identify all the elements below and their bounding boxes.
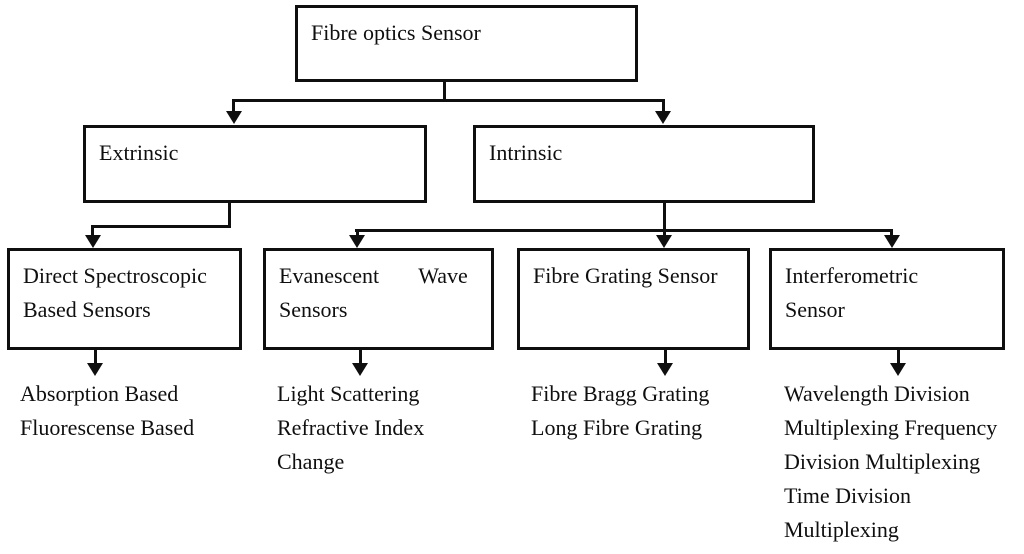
node-fibre-grating-label: Fibre Grating Sensor [533, 259, 734, 293]
text-line: Sensor [785, 297, 845, 322]
arrow-down-to-evanescent-icon [349, 235, 365, 248]
connector-level2-rail [232, 99, 665, 102]
text-line: Refractive Index [277, 415, 425, 440]
connector-fibre-grating-types-stem [664, 348, 667, 365]
arrow-down-to-intrinsic-icon [655, 111, 671, 124]
arrow-down-to-evanescent-types-icon [352, 363, 368, 376]
connector-extrinsic-drop [228, 201, 231, 228]
text-line: Change [277, 449, 345, 474]
node-fibre-optics-sensor-label: Fibre optics Sensor [311, 16, 622, 50]
text-line: Division Multiplexing [784, 449, 981, 474]
text-line: Fibre optics Sensor [311, 20, 481, 45]
node-fibre-grating-sensor: Fibre Grating Sensor [517, 248, 750, 350]
text-line: Fibre Bragg Grating [531, 381, 710, 406]
connector-intrinsic-rail [355, 229, 893, 232]
connector-direct-types-stem [94, 348, 97, 365]
connector-interferometric-stem [890, 229, 893, 238]
arrow-down-to-extrinsic-icon [226, 111, 242, 124]
connector-extrinsic-rail [91, 225, 231, 228]
text-line: Direct Spectroscopic [23, 263, 207, 288]
connector-interferometric-types-stem [897, 348, 900, 365]
text-line: Evanescent Wave [279, 263, 468, 288]
node-extrinsic-label: Extrinsic [99, 136, 411, 170]
connector-direct-spectroscopic-stem [91, 225, 94, 237]
arrow-down-to-direct-types-icon [87, 363, 103, 376]
text-line: Multiplexing [784, 517, 899, 542]
connector-intrinsic-drop [663, 201, 666, 231]
text-line: Wavelength Division [784, 381, 970, 406]
text-line: Absorption Based [20, 381, 179, 406]
node-fibre-optics-sensor: Fibre optics Sensor [295, 5, 638, 82]
text-line: Sensors [279, 297, 348, 322]
text-line: Long Fibre Grating [531, 415, 703, 440]
connector-evanescent-stem [356, 229, 359, 238]
connector-fibre-grating-stem [663, 229, 666, 238]
text-line: Intrinsic [489, 140, 563, 165]
text-line: Multiplexing Frequency [784, 415, 998, 440]
text-line: Fibre Grating Sensor [533, 263, 718, 288]
text-line: Interferometric [785, 263, 919, 288]
arrow-down-to-fibre-grating-icon [656, 235, 672, 248]
text-line: Extrinsic [99, 140, 179, 165]
connector-root-drop [443, 80, 446, 101]
text-line: Fluorescense Based [20, 415, 195, 440]
connector-extrinsic-stem [232, 99, 235, 114]
node-intrinsic: Intrinsic [473, 125, 815, 203]
arrow-down-to-direct-spectroscopic-icon [85, 235, 101, 248]
text-line: Light Scattering [277, 381, 420, 406]
node-intrinsic-label: Intrinsic [489, 136, 799, 170]
connector-intrinsic-stem [662, 99, 665, 114]
arrow-down-to-interferometric-icon [884, 235, 900, 248]
text-line: Time Division [784, 483, 911, 508]
arrow-down-to-fibre-grating-types-icon [657, 363, 673, 376]
text-line: Based Sensors [23, 297, 151, 322]
connector-evanescent-types-stem [359, 348, 362, 365]
node-extrinsic: Extrinsic [83, 125, 427, 203]
arrow-down-to-interferometric-types-icon [890, 363, 906, 376]
